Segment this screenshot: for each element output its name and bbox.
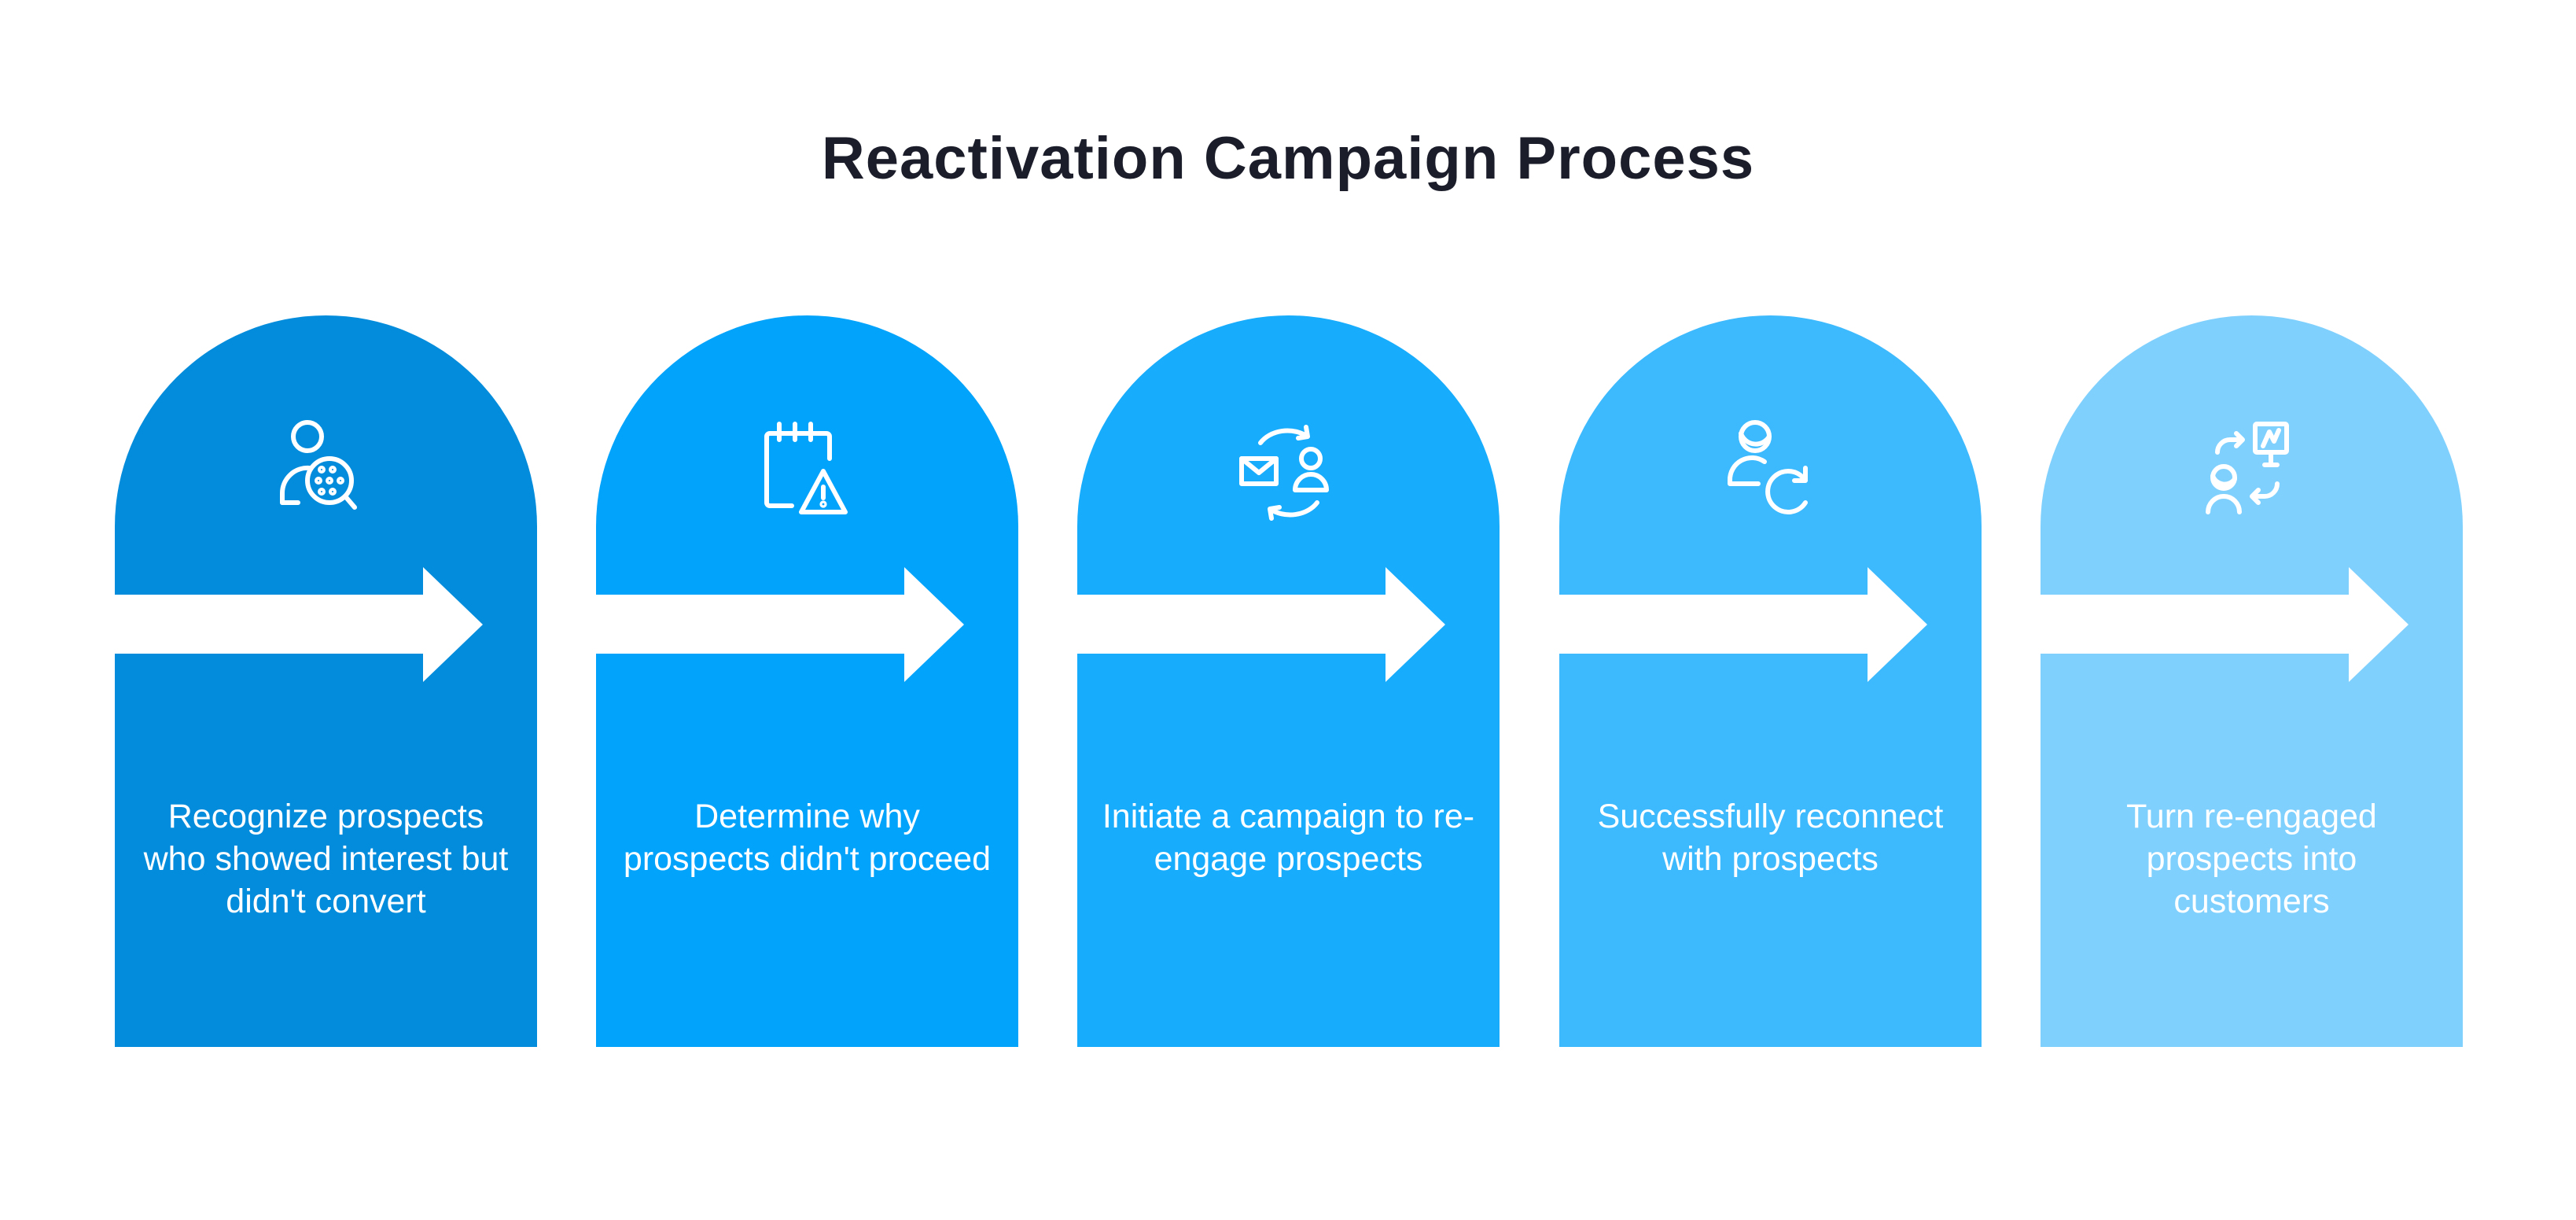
arrow-head: [423, 567, 483, 682]
step-card-3: Initiate a campaign to re-engage prospec…: [1077, 315, 1500, 1047]
arrow-shaft: [596, 595, 905, 654]
arrow-head: [1868, 567, 1927, 682]
user-search-icon: [263, 408, 389, 534]
page-title: Reactivation Campaign Process: [821, 125, 1755, 192]
arrow-head: [1386, 567, 1445, 682]
step-text: Successfully reconnect with prospects: [1597, 798, 1944, 878]
calendar-warning-icon: [745, 408, 870, 534]
step-card-5: Turn re-engaged prospects into customers: [2041, 315, 2463, 1047]
step-card-1: Recognize prospects who showed interest …: [115, 315, 537, 1047]
step-card-2: Determine why prospects didn't proceed: [596, 315, 1018, 1047]
user-refresh-icon: [1708, 408, 1834, 534]
user-presentation-icon: [2189, 408, 2315, 534]
arrow-shaft: [1077, 595, 1386, 654]
step-text: Determine why prospects didn't proceed: [623, 798, 992, 878]
step-text: Turn re-engaged prospects into customers: [2126, 798, 2377, 920]
step-text: Initiate a campaign to re-engage prospec…: [1102, 798, 1475, 878]
step-card-4: Successfully reconnect with prospects: [1559, 315, 1982, 1047]
arrow-shaft: [115, 595, 424, 654]
email-cycle-icon: [1226, 408, 1352, 534]
step-text: Recognize prospects who showed interest …: [143, 798, 509, 920]
arrow-head: [904, 567, 964, 682]
arrow-shaft: [1559, 595, 1868, 654]
arrow-head: [2349, 567, 2409, 682]
arrow-shaft: [2041, 595, 2350, 654]
